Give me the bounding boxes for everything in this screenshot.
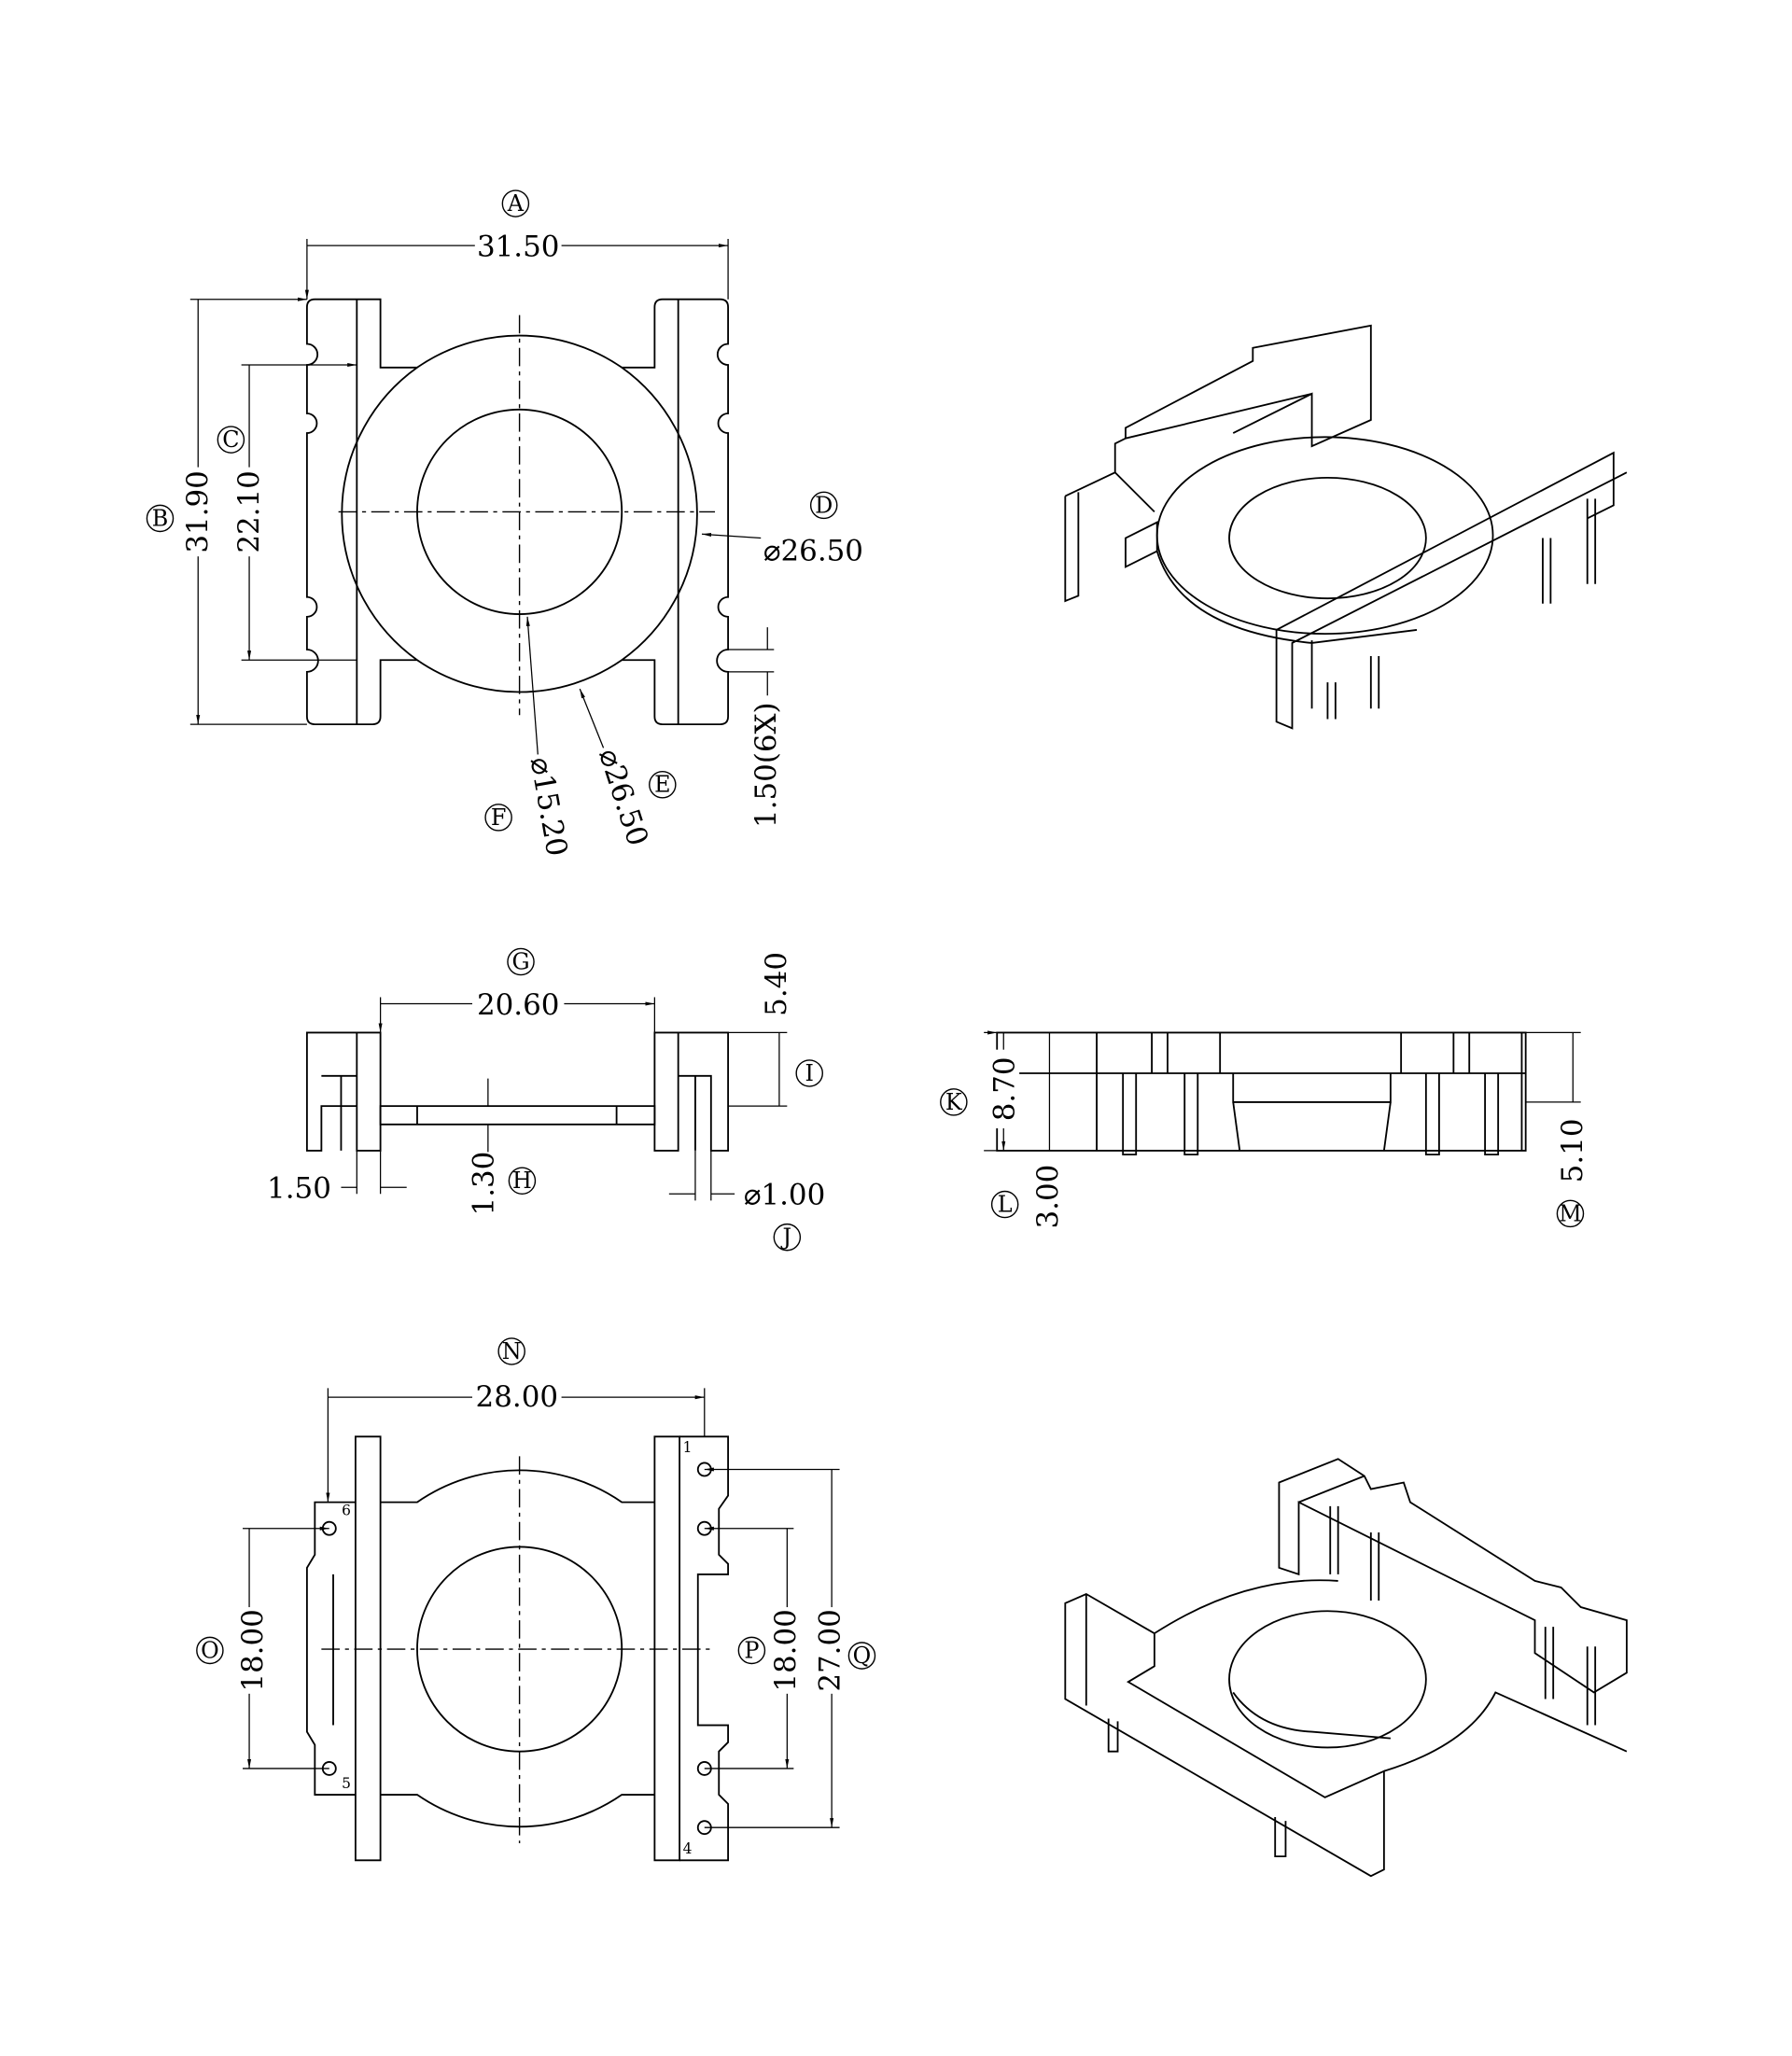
dim-pin-offset: 1.50 bbox=[267, 1172, 331, 1206]
dim-l: 3.00 bbox=[1031, 1165, 1065, 1229]
front-view: K 8.70 L 3.00 5.10 M bbox=[940, 1032, 1589, 1229]
dim-slot: 1.50(6X) bbox=[749, 702, 783, 828]
dim-k: 8.70 bbox=[988, 1056, 1022, 1121]
label-b: B bbox=[152, 505, 169, 531]
label-c: C bbox=[222, 427, 239, 453]
label-l: L bbox=[998, 1191, 1013, 1217]
pin-number-1: 1 bbox=[683, 1439, 693, 1456]
pin-number-4: 4 bbox=[683, 1840, 693, 1857]
label-a: A bbox=[507, 190, 525, 217]
label-j: J bbox=[781, 1224, 792, 1251]
dim-h: 1.30 bbox=[468, 1152, 501, 1216]
label-d: D bbox=[815, 492, 833, 518]
dim-j: ⌀1.00 bbox=[744, 1179, 825, 1212]
dim-i: 5.40 bbox=[760, 952, 793, 1016]
dim-m: 5.10 bbox=[1556, 1119, 1589, 1183]
dim-a: 31.50 bbox=[477, 230, 559, 263]
dim-d: ⌀26.50 bbox=[763, 534, 863, 567]
side-view: G 20.60 5.40 I 1.30 H 1.50 ⌀1.00 J bbox=[267, 947, 825, 1252]
label-i: I bbox=[805, 1060, 814, 1086]
label-h: H bbox=[512, 1168, 532, 1194]
label-f: F bbox=[491, 804, 507, 831]
top-view: A 31.50 B 31.90 C 22.10 D ⌀26.50 E ⌀26.5… bbox=[146, 189, 863, 860]
label-k: K bbox=[945, 1089, 963, 1115]
isometric-view-top bbox=[1064, 324, 1628, 730]
label-e: E bbox=[654, 772, 670, 798]
label-n: N bbox=[502, 1338, 522, 1364]
label-m: M bbox=[1559, 1200, 1581, 1226]
label-p: P bbox=[744, 1637, 759, 1663]
dim-n: 28.00 bbox=[476, 1380, 558, 1414]
pin-number-5: 5 bbox=[342, 1775, 351, 1792]
dim-g: 20.60 bbox=[477, 988, 559, 1022]
dim-q: 27.00 bbox=[814, 1609, 847, 1691]
isometric-view-bottom bbox=[1064, 1458, 1628, 1878]
label-o: O bbox=[201, 1637, 219, 1663]
label-g: G bbox=[511, 948, 529, 974]
bottom-view: N 28.00 O 18.00 P 18.00 27.00 Q 1 4 5 6 bbox=[196, 1337, 876, 1862]
dim-o: 18.00 bbox=[236, 1609, 270, 1691]
dim-c: 22.10 bbox=[232, 470, 266, 552]
dim-p: 18.00 bbox=[769, 1609, 803, 1691]
pin-number-6: 6 bbox=[342, 1502, 351, 1518]
dim-b: 31.90 bbox=[181, 470, 215, 552]
dim-f: ⌀15.20 bbox=[524, 755, 574, 860]
dim-e: ⌀26.50 bbox=[592, 745, 654, 850]
label-q: Q bbox=[853, 1643, 872, 1669]
